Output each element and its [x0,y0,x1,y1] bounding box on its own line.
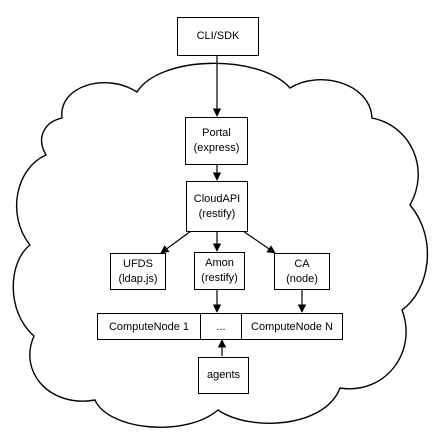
portal-label: Portal [202,127,231,139]
computenode-1-cell: ComputeNode 1 [97,313,201,340]
ufds-sublabel: (ldap.js) [118,272,158,285]
ca-node: CA (node) [274,253,330,290]
portal-node: Portal (express) [185,117,248,165]
amon-label: Amon [205,257,234,269]
amon-node: Amon (restify) [194,252,245,290]
amon-sublabel: (restify) [201,272,238,284]
agents-label: agents [206,369,241,381]
ufds-label: UFDS [123,257,153,270]
cloudapi-label: CloudAPI [193,192,241,205]
ufds-node: UFDS (ldap.js) [110,253,166,290]
ca-label: CA [294,257,310,270]
computenode-1-label: ComputeNode 1 [108,320,190,333]
computenode-n-cell: ComputeNode N [241,313,343,340]
agents-node: agents [198,357,249,394]
cloudapi-node: CloudAPI (restify) [186,181,248,232]
computenode-n-label: ComputeNode N [251,320,333,333]
edge-cloudapi-ca [242,230,276,254]
edge-cloudapi-ufds [160,230,192,254]
cloudapi-sublabel: (restify) [198,207,236,220]
cli-sdk-node: CLI/SDK [177,17,259,56]
computenode-ellipsis-label: ... [216,320,226,333]
cli-sdk-label: CLI/SDK [196,30,240,42]
ca-sublabel: (node) [286,272,318,285]
portal-sublabel: (express) [193,142,240,154]
computenode-ellipsis-cell: ... [200,313,242,340]
